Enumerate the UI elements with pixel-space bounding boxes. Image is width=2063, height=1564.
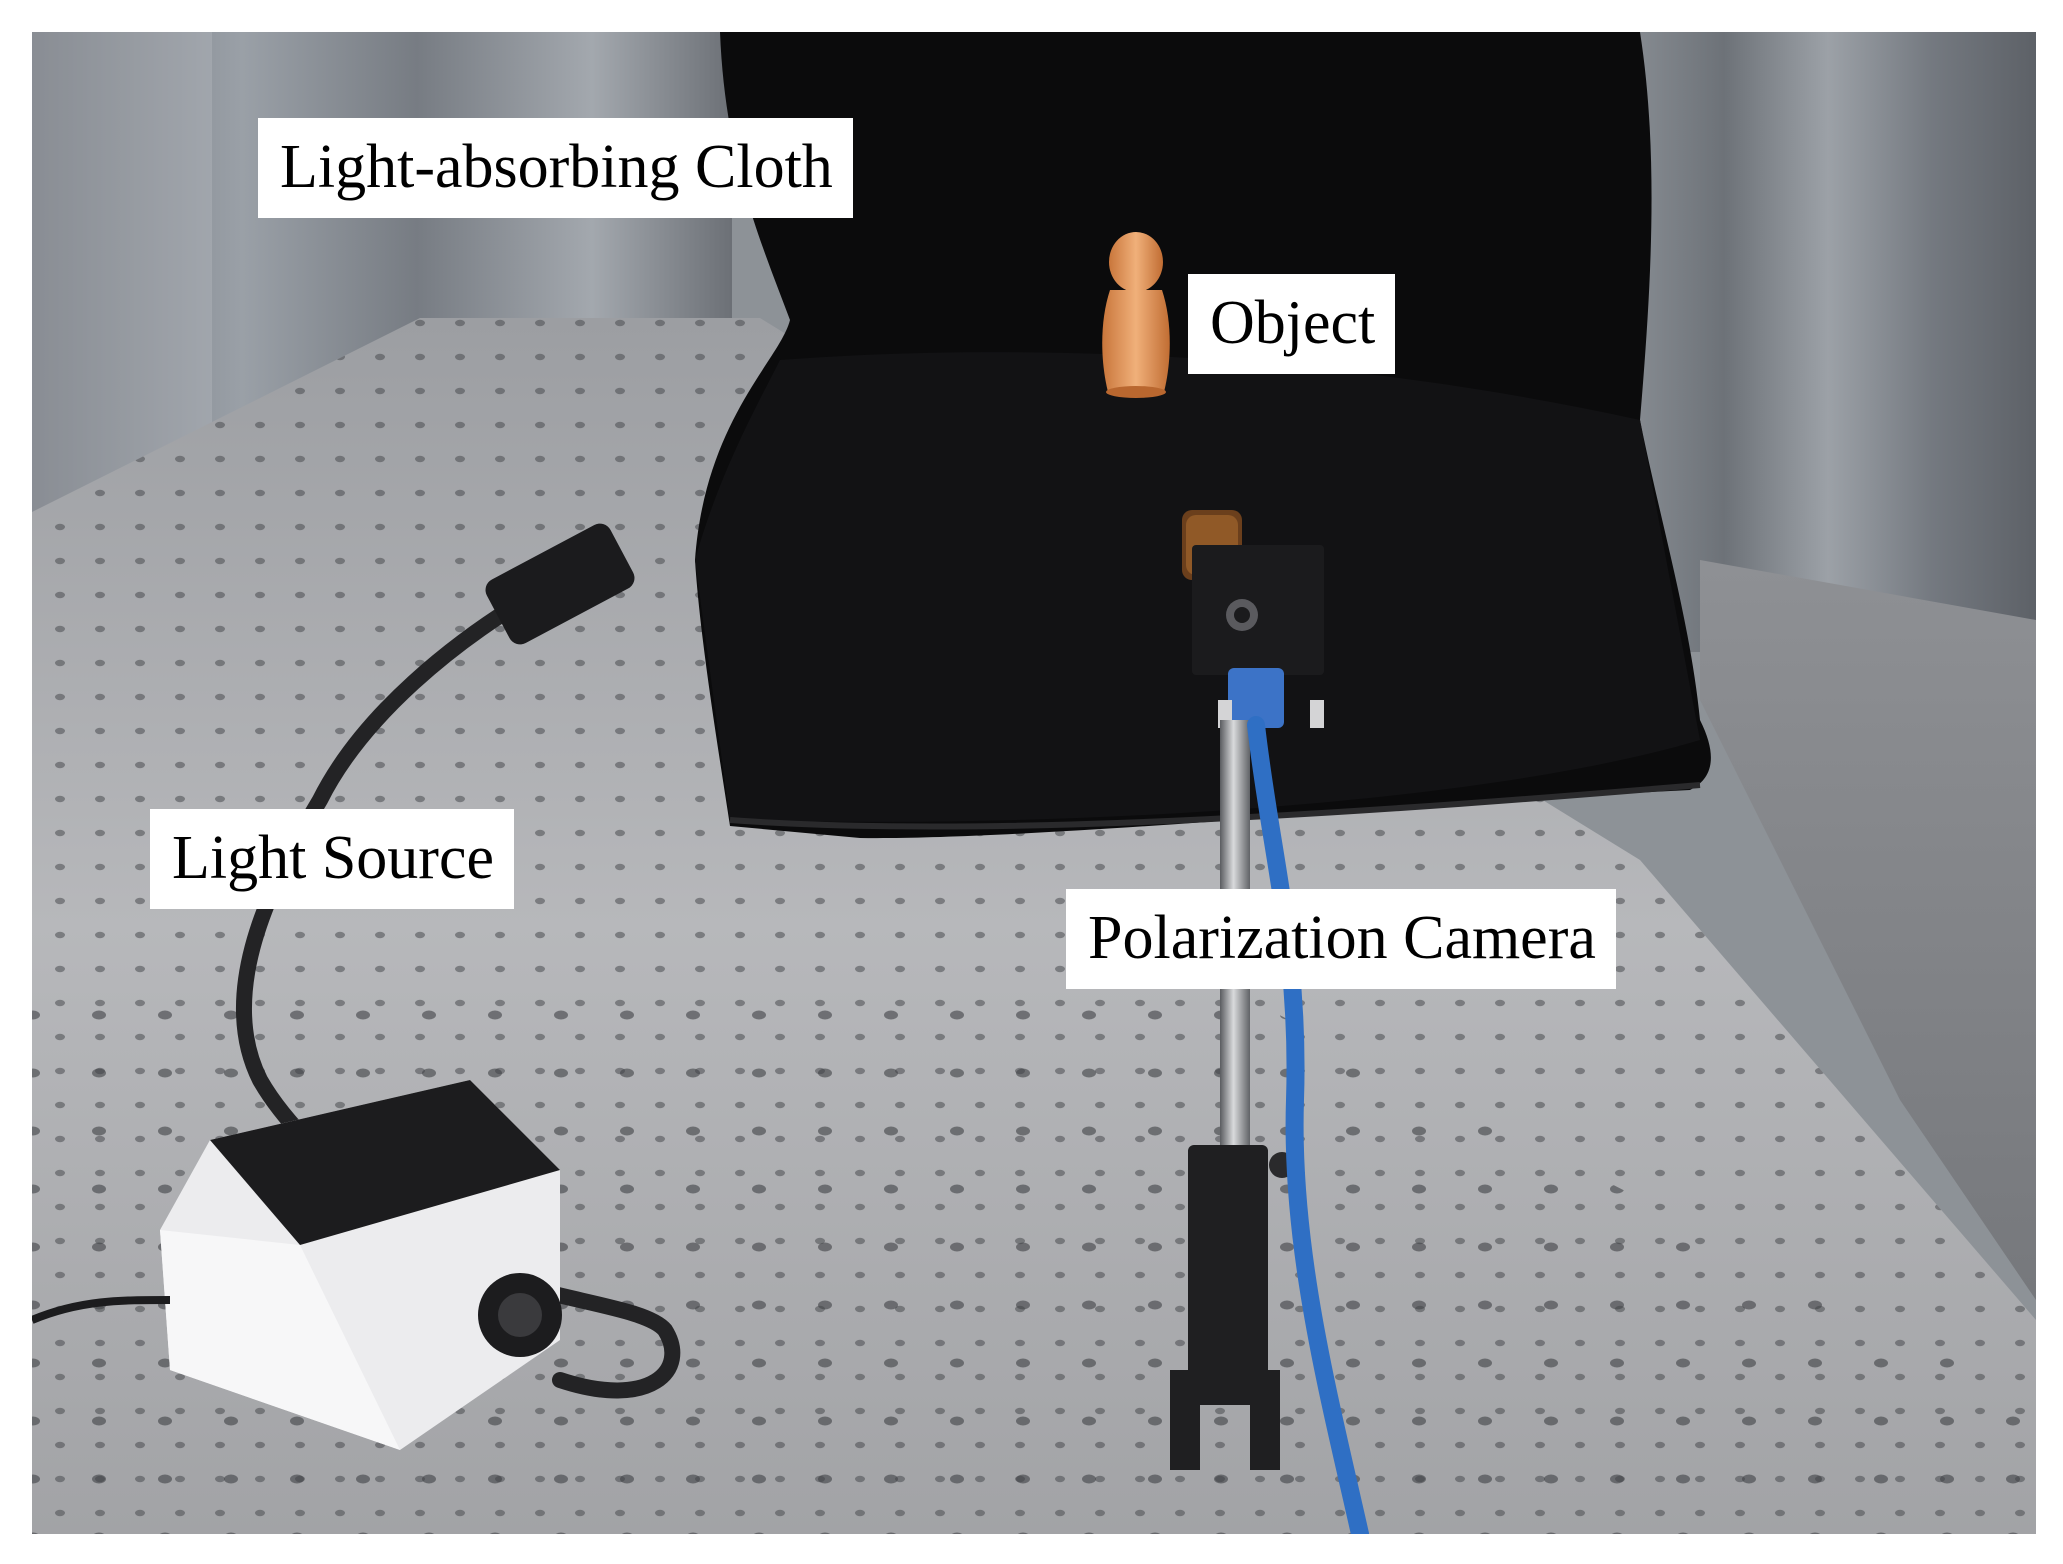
figurine-object: [1102, 232, 1170, 398]
camera-post: [1170, 720, 1295, 1470]
polarization-camera: [1182, 510, 1324, 728]
label-polarization-camera: Polarization Camera: [1066, 889, 1616, 989]
curtain-right: [1620, 32, 2036, 652]
label-light-source: Light Source: [150, 809, 514, 909]
light-source: [30, 523, 681, 1450]
camera-cable: [1247, 716, 1369, 1543]
label-light-absorbing-cloth: Light-absorbing Cloth: [258, 118, 853, 218]
floor: [1700, 560, 2036, 1300]
label-object: Object: [1188, 274, 1396, 374]
